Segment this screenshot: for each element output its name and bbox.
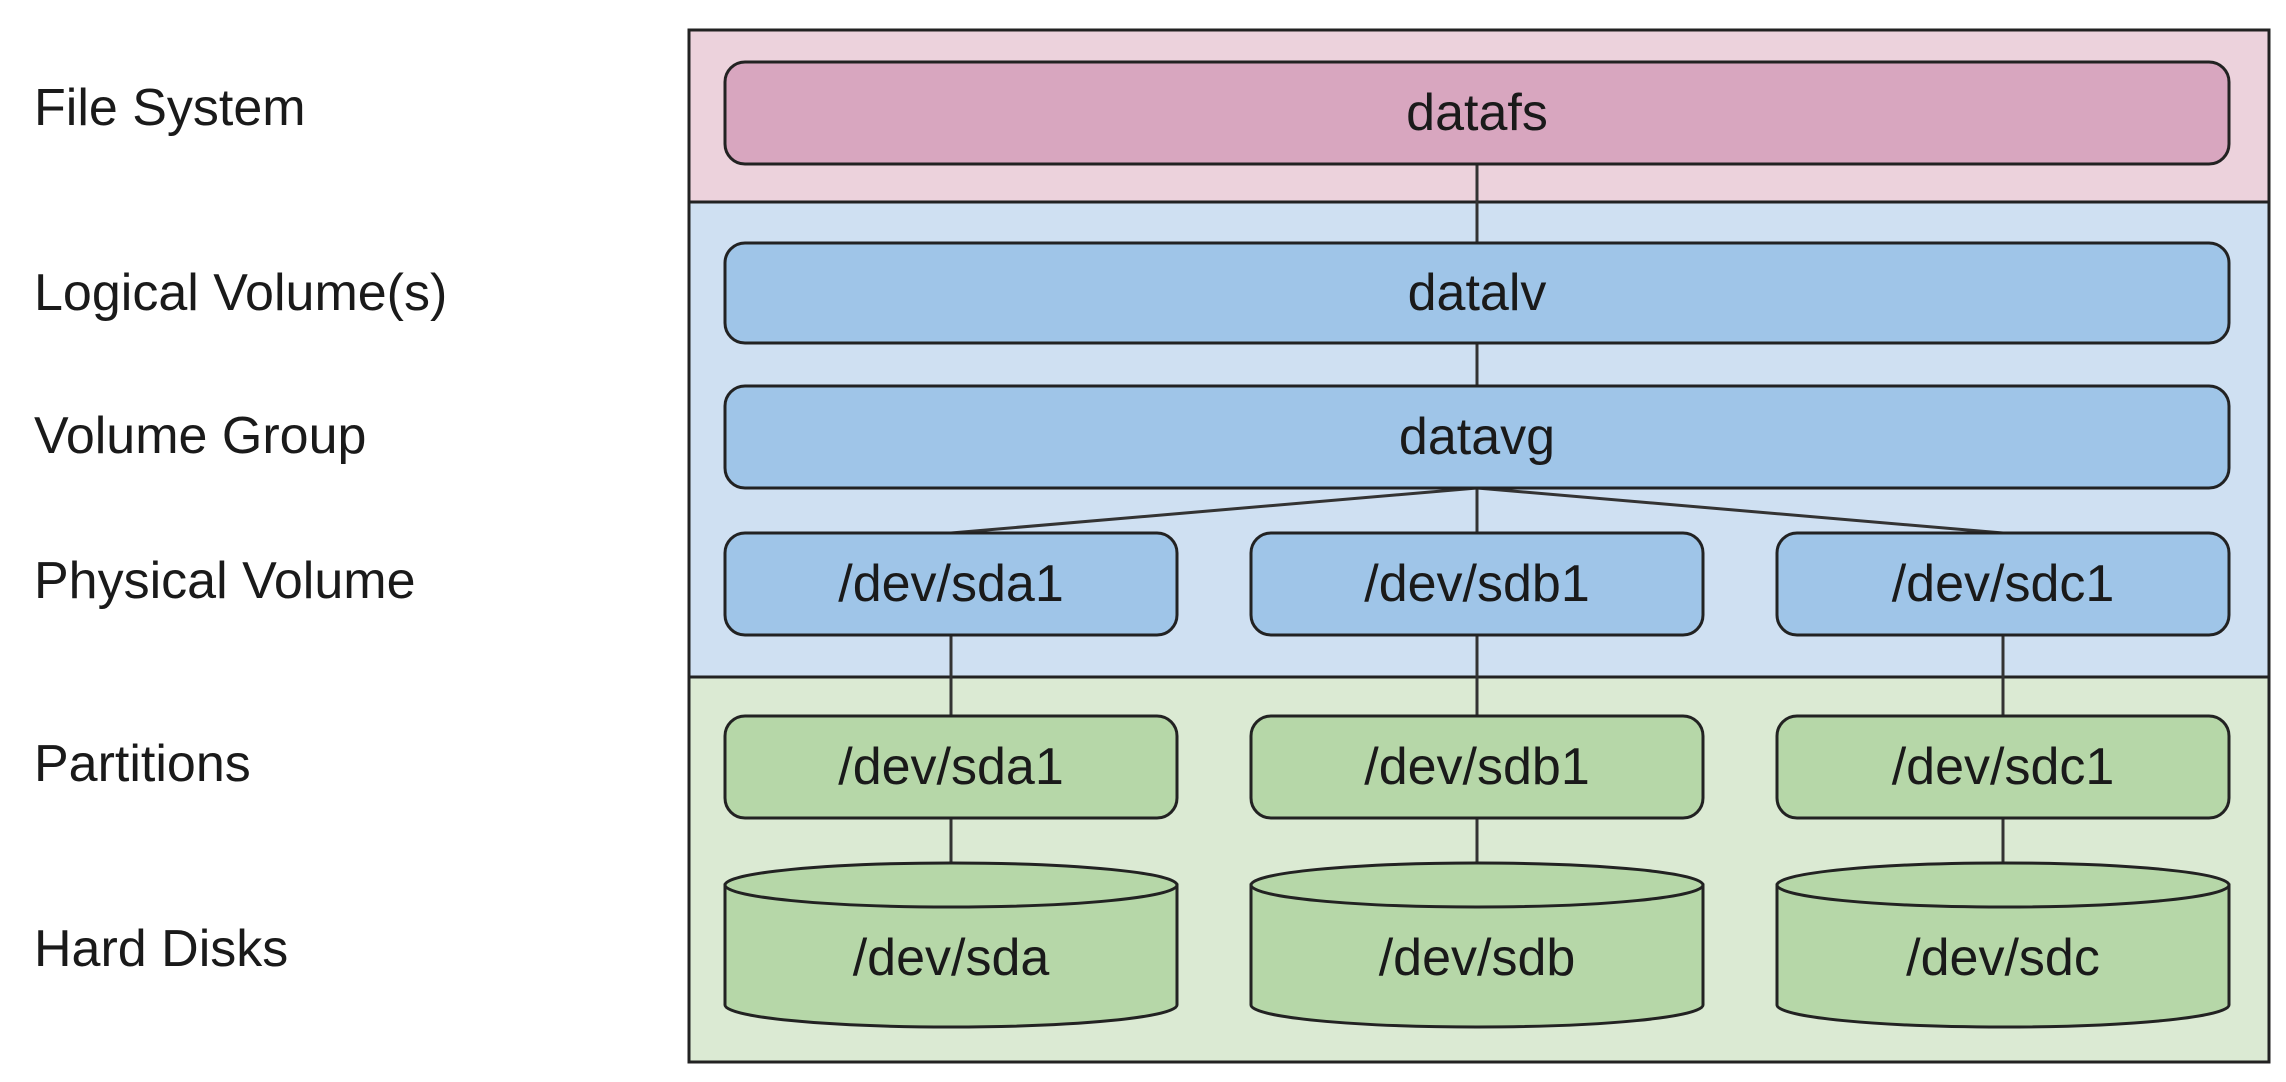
node-volume-group: [723, 384, 2231, 490]
node-pv-1: [723, 531, 1179, 637]
disk-3-label: /dev/sdc: [1906, 929, 2100, 987]
label-physical-volume: Physical Volume: [34, 552, 416, 610]
node-pv-2-label: /dev/sdb1: [1364, 555, 1590, 613]
disk-1-label: /dev/sda: [853, 929, 1050, 987]
node-logical-volume: [723, 241, 2231, 345]
node-partition-1: [723, 714, 1179, 820]
disk-3-body: [1775, 883, 2231, 1029]
disk-3-top: [1775, 861, 2231, 909]
disk-1: /dev/sda: [723, 861, 1179, 1029]
label-file-system: File System: [34, 79, 306, 137]
label-volume-group: Volume Group: [34, 407, 367, 465]
node-pv-2: [1249, 531, 1705, 637]
node-filesystem-label: datafs: [1406, 84, 1548, 142]
node-partition-2: [1249, 714, 1705, 820]
label-hard-disks: Hard Disks: [34, 920, 289, 978]
disk-2-label: /dev/sdb: [1379, 929, 1576, 987]
connector-vg-pv1: [950, 486, 1478, 535]
node-partition-3: [1775, 714, 2231, 820]
node-partition-1-label: /dev/sda1: [838, 738, 1064, 796]
node-volume-group-label: datavg: [1399, 408, 1555, 466]
node-logical-volume-label: datalv: [1408, 264, 1547, 322]
disk-2-body: [1249, 883, 1705, 1029]
node-partition-2-label: /dev/sdb1: [1364, 738, 1590, 796]
node-pv-3: [1775, 531, 2231, 637]
node-filesystem: [723, 60, 2231, 166]
node-pv-3-label: /dev/sdc1: [1892, 555, 2115, 613]
label-logical-volumes: Logical Volume(s): [34, 264, 448, 322]
disk-1-top: [723, 861, 1179, 909]
disk-1-body: [723, 883, 1179, 1029]
node-pv-1-label: /dev/sda1: [838, 555, 1064, 613]
disk-2: /dev/sdb: [1249, 861, 1705, 1029]
node-partition-3-label: /dev/sdc1: [1892, 738, 2115, 796]
connector-vg-pv3: [1476, 486, 2004, 535]
disk-3: /dev/sdc: [1775, 861, 2231, 1029]
disk-2-top: [1249, 861, 1705, 909]
label-partitions: Partitions: [34, 735, 251, 793]
